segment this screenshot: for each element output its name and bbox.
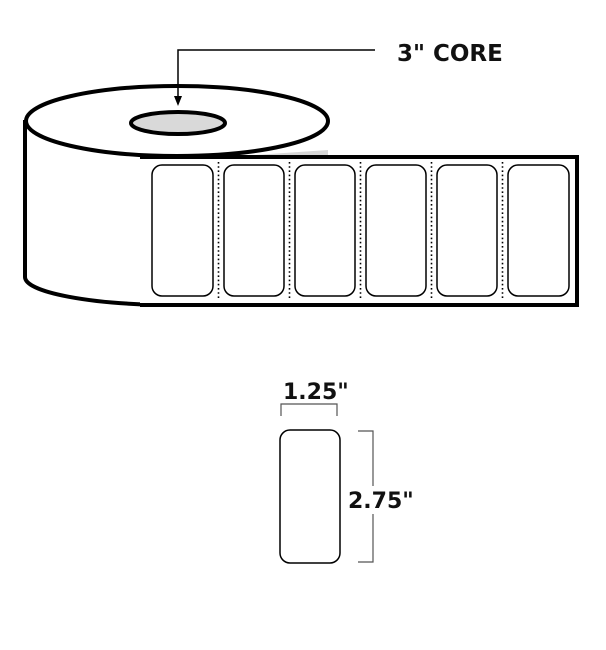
- roll-label: [507, 164, 570, 297]
- roll-label: [294, 164, 356, 297]
- core-callout: 3" CORE: [174, 41, 503, 106]
- label-dimensions: 1.25" 2.75": [279, 380, 417, 564]
- label-strip: [140, 155, 579, 307]
- label-roll: [23, 84, 330, 308]
- core-arrowhead: [174, 96, 182, 106]
- single-label: [279, 429, 341, 564]
- roll-label: [365, 164, 427, 297]
- strip-mask: [142, 159, 154, 303]
- width-dimension-line: [280, 403, 338, 416]
- roll-label: [223, 164, 285, 297]
- roll-label: [436, 164, 498, 297]
- height-text-bg: [345, 486, 417, 514]
- core-hole: [129, 110, 227, 136]
- core-leader-line: [177, 49, 375, 98]
- core-size-label: 3" CORE: [397, 41, 503, 67]
- label-width-text: 1.25": [283, 380, 349, 405]
- label-height-text: 2.75": [348, 489, 414, 514]
- roll-label: [151, 164, 214, 297]
